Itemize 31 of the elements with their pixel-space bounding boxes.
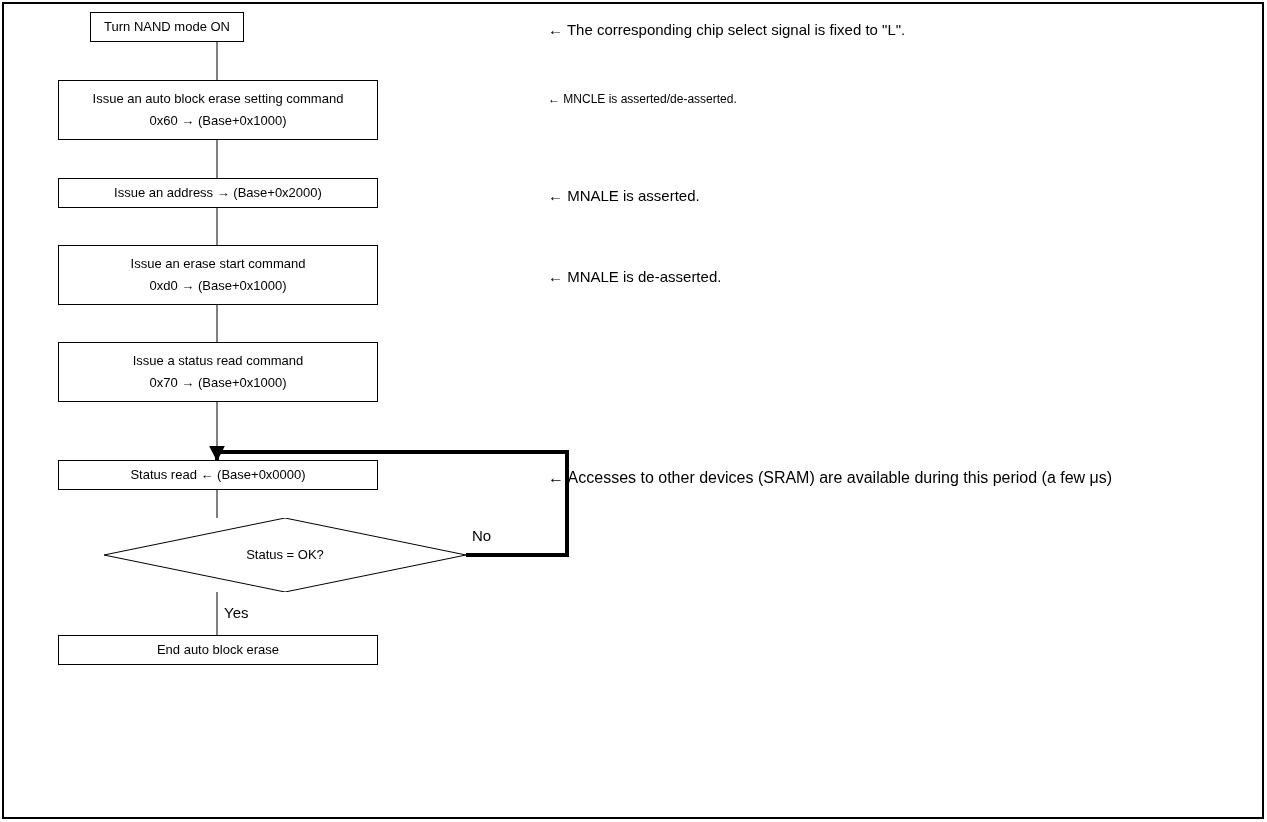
box-text: Issue an address → (Base+0x2000) — [114, 184, 322, 202]
box-text: 0x70 → (Base+0x1000) — [149, 375, 287, 392]
box-text: Issue an erase start command — [130, 255, 306, 272]
box-text: Turn NAND mode ON — [104, 18, 230, 36]
note-text: ← The corresponding chip select signal is fixed to "L". — [548, 20, 907, 40]
connector-line — [216, 489, 218, 519]
process-box — [58, 342, 378, 402]
box-text: Status = OK? — [246, 546, 324, 564]
process-box — [90, 12, 244, 42]
connector-line — [216, 139, 218, 179]
process-box — [58, 460, 378, 490]
note-text: ← MNALE is asserted. — [548, 186, 701, 206]
box-text: Issue an auto block erase setting command — [92, 90, 344, 107]
connector-line — [216, 41, 218, 81]
box-text: Status read ← (Base+0x0000) — [130, 466, 306, 484]
process-box — [58, 80, 378, 140]
connector-line — [216, 207, 218, 246]
box-text: Issue a status read command — [132, 352, 304, 369]
note-text: ← Accesses to other devices (SRAM) are available during this period (a few μs) — [548, 468, 1114, 488]
process-box — [58, 635, 378, 665]
box-text: End auto block erase — [156, 641, 280, 659]
decision-diamond — [104, 518, 466, 592]
connector-line — [216, 591, 218, 636]
process-box — [58, 245, 378, 305]
box-text: 0xd0 → (Base+0x1000) — [149, 278, 287, 295]
box-text: 0x60 → (Base+0x1000) — [149, 113, 287, 130]
process-box — [58, 178, 378, 208]
note-text: ← MNCLE is asserted/de-asserted. — [548, 91, 738, 108]
connector-line — [216, 304, 218, 343]
note-text: ← MNALE is de-asserted. — [548, 267, 723, 287]
loop-arrow — [209, 445, 569, 557]
